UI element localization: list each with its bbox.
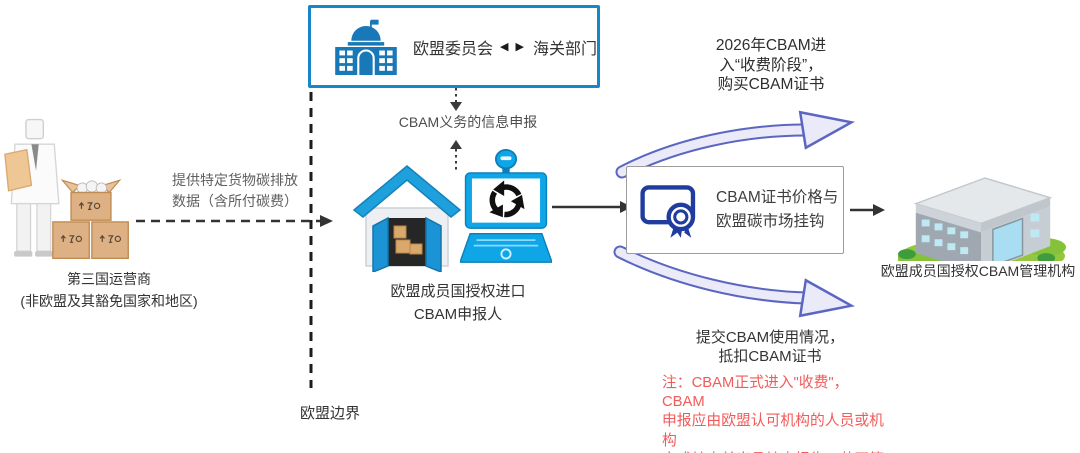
exchange-arrows-icon: ◀ ▶ (500, 41, 526, 53)
certificate-box-text: CBAM证书价格与 欧盟碳市场挂钩 (716, 186, 838, 234)
declarant-label: 欧盟成员国授权进口 CBAM申报人 (358, 280, 558, 326)
verification-line1: 注：CBAM正式进入"收费"，CBAM (662, 375, 849, 411)
eu-border-label-box: 欧盟边界 (246, 388, 414, 438)
solid-arrow-to-certificate (552, 201, 632, 213)
third-country-line2: (非欧盟及其豁免国家和地区) (20, 293, 198, 309)
certificate-icon (640, 185, 696, 238)
usage-line1: 提交CBAM使用情况， (695, 329, 845, 346)
eu-commission-building-icon (335, 19, 397, 75)
warehouse-house-icon (352, 165, 462, 272)
curved-arrow-buy-certificates (615, 110, 855, 179)
usage-line2: 抵扣CBAM证书 (718, 348, 822, 365)
declarant-line1: 欧盟成员国授权进口 (390, 283, 526, 300)
third-country-label: 第三国运营商 (非欧盟及其豁免国家和地区) (0, 268, 218, 312)
dashed-arrow-emission-data (136, 215, 333, 227)
certificate-box-line1: CBAM证书价格与 (716, 189, 839, 206)
emission-data-label: 提供特定货物碳排放 数据（含所付碳费） (150, 170, 320, 212)
eu-commission-customs-box: 欧盟委员会 ◀ ▶ 海关部门 (308, 5, 600, 88)
fee-stage-line3: 购买CBAM证书 (717, 76, 825, 93)
fee-stage-note: 2026年CBAM进 入“收费阶段”， 购买CBAM证书 (655, 36, 887, 95)
emission-data-line2: 数据（含所付碳费） (172, 193, 298, 209)
authority-label: 欧盟成员国授权CBAM管理机构 (876, 261, 1080, 282)
curved-arrow-surrender-certificates (613, 245, 855, 318)
usage-note: 提交CBAM使用情况， 抵扣CBAM证书 (652, 328, 888, 366)
verification-note: 注：CBAM正式进入"收费"，CBAM 申报应由欧盟认可机构的人员或机构 完成核… (662, 374, 890, 453)
emission-data-line1: 提供特定货物碳排放 (172, 172, 298, 188)
eu-border-label: 欧盟边界 (299, 404, 360, 422)
certificate-price-box: CBAM证书价格与 欧盟碳市场挂钩 (626, 166, 844, 254)
certificate-box-line2: 欧盟碳市场挂钩 (716, 213, 825, 230)
shipping-boxes-icon (52, 179, 129, 260)
verification-line2: 申报应由欧盟认可机构的人员或机构 (662, 413, 884, 449)
authority-building-icon (898, 177, 1066, 275)
fee-stage-line2: 入“收费阶段”， (719, 56, 823, 74)
laptop-webcam-icon (460, 149, 552, 263)
info-declaration-label: CBAM义务的信息申报 (398, 114, 538, 130)
solid-arrow-to-authority (850, 204, 885, 216)
operator-person-icon (4, 118, 60, 257)
top-box-text: 欧盟委员会 ◀ ▶ 海关部门 (413, 35, 597, 59)
verification-line3: 完成核查并出具核查报告。若再第三 (662, 451, 890, 453)
customs-label: 海关部门 (532, 40, 597, 58)
dotted-arrow-down (450, 88, 462, 111)
fee-stage-line1: 2026年CBAM进 (715, 37, 827, 54)
declarant-line2: CBAM申报人 (413, 306, 503, 323)
eu-commission-label: 欧盟委员会 (412, 40, 493, 58)
third-country-line1: 第三国运营商 (67, 271, 151, 287)
